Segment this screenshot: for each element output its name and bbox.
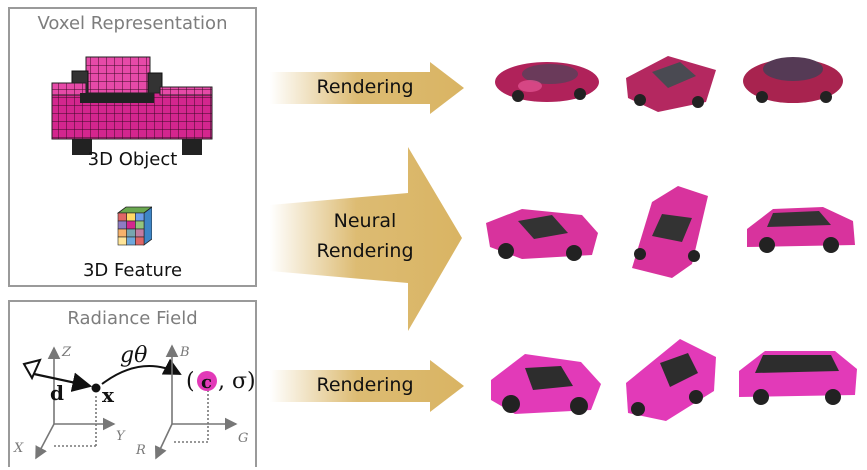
d-label: d [50,381,64,405]
x-label: x [102,383,115,407]
rgb-axes [154,344,238,460]
radiance-field-panel: Radiance Field Z X Y d x gθ [8,300,257,467]
voxel-feature-cube [116,206,152,246]
rendering-arrow-bottom [270,360,464,412]
neural-label-line1: Neural [333,210,397,232]
output-open-paren: ( [186,369,195,394]
car-render-voxel-1 [495,62,599,102]
car-render-neural-1 [486,209,598,261]
axis-r-label: R [135,443,146,458]
rendering-label-top: Rendering [316,76,414,98]
car-render-voxel-2 [626,56,716,112]
car-render-radiance-1 [491,354,601,415]
car-render-neural-2 [632,186,708,278]
axis-x-label: X [13,441,24,456]
output-sigma: , σ) [218,369,256,394]
g-theta-label: gθ [120,343,147,368]
radiance-panel-title: Radiance Field [67,308,198,329]
rendering-label-bottom: Rendering [316,374,414,396]
voxel-car-3d-object [51,56,213,155]
car-render-radiance-2 [626,339,716,421]
car-render-voxel-3 [743,57,843,103]
axis-y-label: Y [116,429,126,444]
color-dot [197,371,217,391]
point-x-dot [91,383,101,393]
rendering-arrow-top [270,62,464,114]
mapping-arrow [101,358,182,385]
output-c: c [201,372,212,393]
camera-icon [22,358,42,381]
car-render-neural-3 [747,207,855,253]
voxel-panel-title: Voxel Representation [37,13,228,34]
viewing-direction-arrow [33,372,93,392]
axis-z-label: Z [61,345,72,360]
car-render-radiance-3 [739,351,857,405]
neural-label-line2: Rendering [316,240,414,262]
xyz-axes [35,346,116,460]
3d-feature-label: 3D Feature [82,260,183,281]
radiance-field-diagram: Z X Y d x gθ B R G ( c , σ) [13,343,256,460]
axis-g-label: G [238,431,248,446]
neural-rendering-arrow [270,147,462,331]
axis-b-label: B [179,345,190,360]
3d-object-label: 3D Object [87,149,178,170]
voxel-representation-panel: Voxel Representation 3D Object [8,7,257,287]
